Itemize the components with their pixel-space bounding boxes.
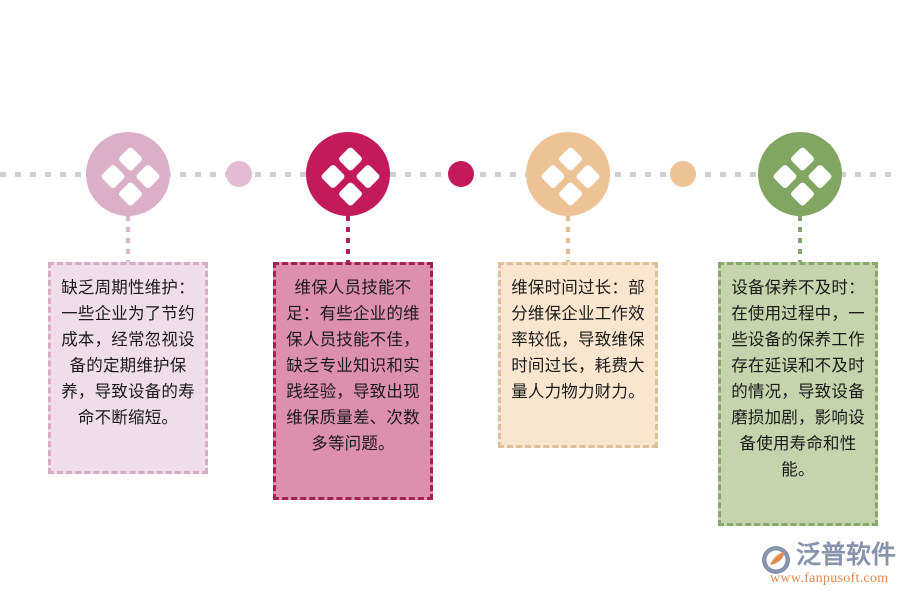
connector-line-1 [126, 216, 130, 266]
info-card-4[interactable]: 设备保养不及时：在使用过程中，一些设备的保养工作存在延误和不及时的情况，导致设备… [718, 262, 878, 526]
logo-website-url: www.fanpusoft.com [770, 571, 889, 586]
milestone-node-3[interactable] [526, 132, 610, 216]
info-card-2-text: 维保人员技能不足：有些企业的维保人员技能不佳，缺乏专业知识和实践经验，导致出现维… [286, 279, 420, 453]
info-card-2[interactable]: 维保人员技能不足：有些企业的维保人员技能不佳，缺乏专业知识和实践经验，导致出现维… [273, 262, 433, 500]
info-card-1[interactable]: 缺乏周期性维护：一些企业为了节约成本，经常忽视设备的定期维护保养，导致设备的寿命… [48, 262, 208, 474]
four-diamond-icon [773, 147, 832, 206]
info-card-4-text: 设备保养不及时：在使用过程中，一些设备的保养工作存在延误和不及时的情况，导致设备… [731, 279, 865, 479]
minor-dot-3 [670, 161, 696, 187]
four-diamond-icon [321, 147, 380, 206]
four-diamond-icon [541, 147, 600, 206]
connector-line-4 [798, 216, 802, 266]
fanpu-logo-mark-icon [762, 546, 790, 574]
company-logo[interactable]: 泛普软件 www.fanpusoft.com [758, 538, 896, 594]
info-card-3[interactable]: 维保时间过长：部分维保企业工作效率较低，导致维保时间过长，耗费大量人力物力财力。 [498, 262, 658, 448]
connector-line-2 [346, 216, 350, 266]
four-diamond-icon [101, 147, 160, 206]
minor-dot-2 [448, 161, 474, 187]
connector-line-3 [566, 216, 570, 266]
milestone-node-1[interactable] [86, 132, 170, 216]
minor-dot-1 [226, 161, 252, 187]
milestone-node-2[interactable] [306, 132, 390, 216]
logo-company-name: 泛普软件 [796, 541, 897, 569]
milestone-node-4[interactable] [758, 132, 842, 216]
info-card-3-text: 维保时间过长：部分维保企业工作效率较低，导致维保时间过长，耗费大量人力物力财力。 [511, 279, 645, 401]
info-card-1-text: 缺乏周期性维护：一些企业为了节约成本，经常忽视设备的定期维护保养，导致设备的寿命… [61, 279, 195, 427]
